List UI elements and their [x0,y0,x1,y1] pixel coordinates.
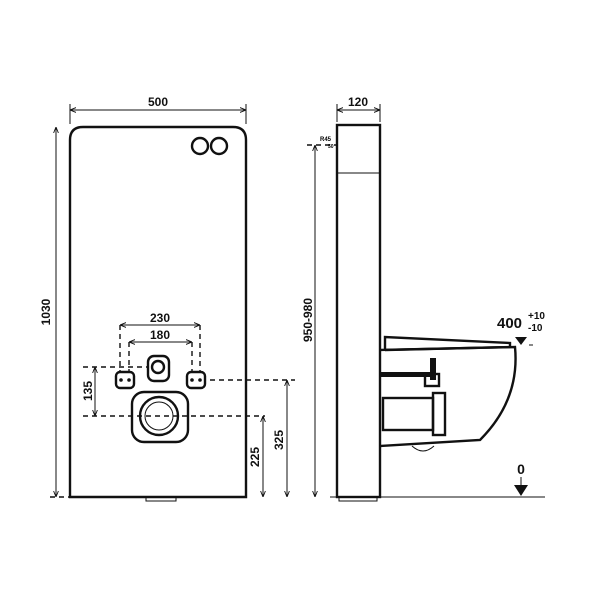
waste-outlet-frame [130,390,190,444]
inlet-pipe [380,372,435,377]
plate-inner-label: 180 [150,328,170,342]
fixing-height-label: 325 [272,430,286,450]
radius-label: R45 [320,137,332,143]
height-range-label: 950-980 [301,298,315,342]
flush-button-icon [190,136,210,156]
seat-height-label: 400 [497,315,522,332]
offset-label: 135 [81,381,95,401]
small-label: 50 [328,144,334,150]
depth-label: 120 [348,95,368,109]
outlet-height-label: 225 [248,447,262,467]
front-view: 500 1030 230 180 135 225 325 [39,95,295,502]
toilet-bowl [379,345,517,448]
flush-button-icon [209,136,229,156]
level-marker-icon [515,337,527,345]
waste-pipe [381,396,435,432]
height-label: 1030 [39,298,53,325]
floor-marker-icon [514,485,528,496]
side-view: 120 R45 50 950-980 400 +10 -10 0 [301,95,545,502]
front-panel [68,125,248,499]
fixing-bracket-right [185,370,207,390]
water-inlet [146,354,171,383]
tolerance-minus: -10 [528,323,543,334]
tolerance-plus: +10 [528,311,545,322]
panel-foot [145,496,177,502]
fixing-bracket-left [114,370,136,390]
side-panel [335,123,382,499]
floor-label: 0 [517,461,525,477]
plate-outer-label: 230 [150,311,170,325]
width-label: 500 [148,95,168,109]
